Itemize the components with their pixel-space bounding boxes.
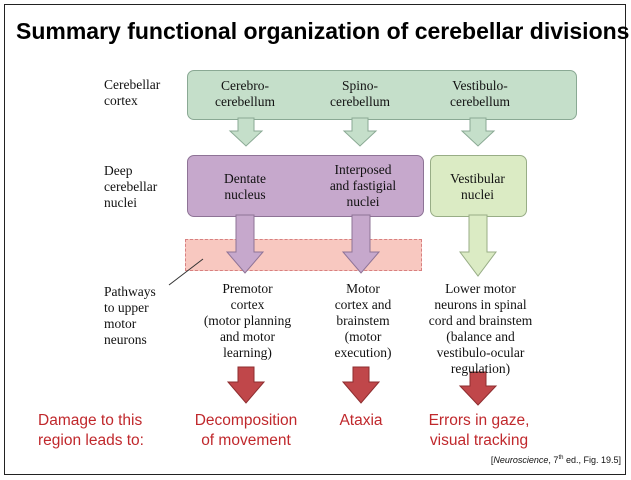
label-line: Vestibulo-	[452, 78, 508, 93]
label-line: brainstem	[336, 313, 390, 328]
damage-effect-gaze-errors: Errors in gaze, visual tracking	[414, 411, 544, 451]
cerebellar-cortex-box	[187, 70, 577, 120]
down-arrow-icon	[459, 214, 497, 277]
label-line: Vestibular	[450, 171, 505, 186]
dentate-nucleus-label: Dentate nucleus	[195, 171, 295, 203]
target-lower-motor-neurons: Lower motor neurons in spinal cord and b…	[413, 281, 548, 377]
pathways-pointer-line	[168, 258, 204, 286]
row-label-line: motor	[104, 316, 137, 331]
damage-effect-decomposition: Decomposition of movement	[184, 411, 308, 451]
label-line: (motor planning	[203, 313, 292, 328]
label-line: regulation)	[450, 361, 511, 376]
label-line: Errors in gaze,	[428, 412, 530, 429]
citation-prefix: [	[490, 455, 494, 465]
label-line: cord and brainstem	[428, 313, 533, 328]
row-label-pathways: Pathways to upper motor neurons	[104, 284, 156, 348]
label-line: and motor	[219, 329, 276, 344]
label-line: cortex	[230, 297, 265, 312]
down-arrow-icon	[342, 117, 378, 147]
label-line: (balance and	[446, 329, 515, 344]
label-line: vestibulo-ocular	[436, 345, 525, 360]
citation: [Neuroscience, 7th ed., Fig. 19.5]	[491, 455, 621, 465]
label-line: visual tracking	[429, 432, 529, 449]
citation-rest: ed., Fig. 19.5]	[563, 455, 621, 465]
down-arrow-icon	[226, 366, 266, 404]
label-line: Decomposition	[194, 412, 298, 429]
label-line: learning)	[223, 345, 272, 360]
row-label-line: Deep	[104, 163, 133, 178]
label-line: cortex and	[334, 297, 392, 312]
label-line: Interposed	[334, 162, 392, 177]
upper-motor-pathways-region	[185, 239, 422, 271]
down-arrow-icon	[341, 366, 381, 404]
label-line: nuclei	[346, 194, 380, 209]
cerebrocerebellum-label: Cerebro- cerebellum	[195, 78, 295, 110]
label-line: of movement	[201, 432, 291, 449]
vestibular-nuclei-label: Vestibular nuclei	[430, 171, 525, 203]
spinocerebellum-label: Spino- cerebellum	[310, 78, 410, 110]
down-arrow-icon	[458, 371, 498, 406]
label-line: nuclei	[461, 187, 494, 202]
row-label-line: cortex	[104, 93, 138, 108]
label-line: neurons in spinal	[434, 297, 527, 312]
label-line: cerebellum	[450, 94, 510, 109]
citation-superscript: th	[558, 455, 564, 461]
down-arrow-icon	[341, 214, 381, 274]
label-line: Premotor	[222, 281, 273, 296]
target-motor-cortex-brainstem: Motor cortex and brainstem (motor execut…	[318, 281, 408, 361]
label-line: cerebellum	[330, 94, 390, 109]
label-line: (motor	[344, 329, 382, 344]
row-label-nuclei: Deep cerebellar nuclei	[104, 163, 157, 211]
label-line: region leads to:	[38, 432, 144, 449]
label-line: cerebellum	[215, 94, 275, 109]
dentate-interposed-nuclei-box	[187, 155, 424, 217]
label-line: Ataxia	[339, 412, 383, 429]
label-line: Motor	[346, 281, 380, 296]
slide-title: Summary functional organization of cereb…	[16, 18, 630, 44]
down-arrow-icon	[225, 214, 265, 274]
target-premotor-cortex: Premotor cortex (motor planning and moto…	[185, 281, 310, 361]
label-line: Damage to this	[38, 412, 143, 429]
row-label-line: Cerebellar	[104, 77, 161, 92]
label-line: nucleus	[224, 187, 266, 202]
row-label-line: Pathways	[104, 284, 156, 299]
label-line: and fastigial	[329, 178, 397, 193]
citation-source: Neuroscience	[493, 455, 549, 465]
citation-edition: , 7	[548, 455, 559, 465]
vestibular-nuclei-box	[430, 155, 527, 217]
down-arrow-icon	[460, 117, 496, 147]
damage-label: Damage to this region leads to:	[38, 411, 144, 451]
row-label-line: to upper	[104, 300, 149, 315]
damage-effect-ataxia: Ataxia	[318, 411, 404, 431]
label-line: Cerebro-	[221, 78, 269, 93]
row-label-line: neurons	[104, 332, 147, 347]
vestibulocerebellum-label: Vestibulo- cerebellum	[425, 78, 535, 110]
label-line: execution)	[334, 345, 392, 360]
label-line: Lower motor	[445, 281, 516, 296]
row-label-line: nuclei	[104, 195, 137, 210]
label-line: Spino-	[341, 78, 378, 93]
down-arrow-icon	[228, 117, 264, 147]
row-label-line: cerebellar	[104, 179, 158, 194]
interposed-fastigial-nuclei-label: Interposed and fastigial nuclei	[308, 162, 418, 210]
row-label-cortex: Cerebellar cortex	[104, 77, 160, 109]
label-line: Dentate	[224, 171, 266, 186]
